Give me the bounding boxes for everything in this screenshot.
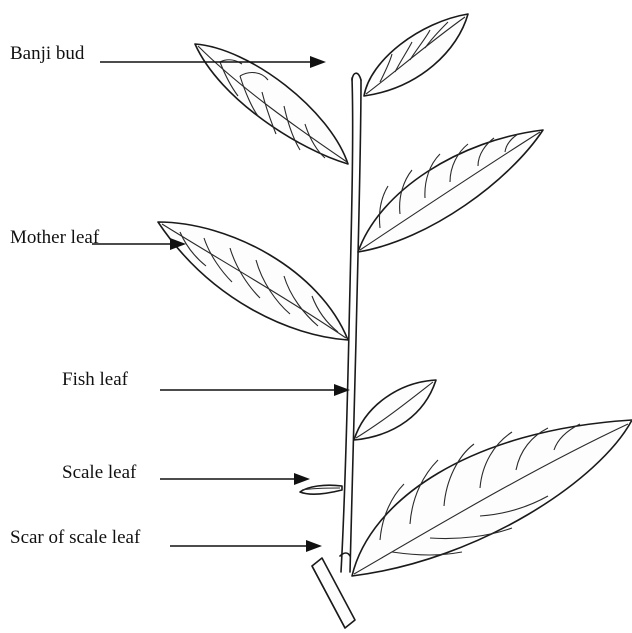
mother-leaf-arrow: [92, 238, 186, 250]
scar-of-scale-leaf-label: Scar of scale leaf: [10, 528, 140, 547]
scale-leaf-label: Scale leaf: [62, 463, 136, 482]
scar-arrow: [170, 540, 322, 552]
mother-leaf-label: Mother leaf: [10, 228, 99, 247]
top-right-leaf: [364, 14, 468, 96]
banji-bud-label: Banji bud: [10, 44, 84, 63]
mother-leaf: [158, 222, 348, 340]
scale-leaf-arrow: [160, 473, 310, 485]
scale-leaf: [300, 485, 342, 494]
fish-leaf-arrow: [160, 384, 350, 396]
stem-base: [312, 558, 355, 628]
fish-leaf-label: Fish leaf: [62, 370, 128, 389]
stem: [341, 73, 361, 572]
right-leaf-upper: [358, 130, 543, 252]
bottom-right-leaf: [352, 420, 632, 576]
fish-leaf: [354, 380, 436, 440]
